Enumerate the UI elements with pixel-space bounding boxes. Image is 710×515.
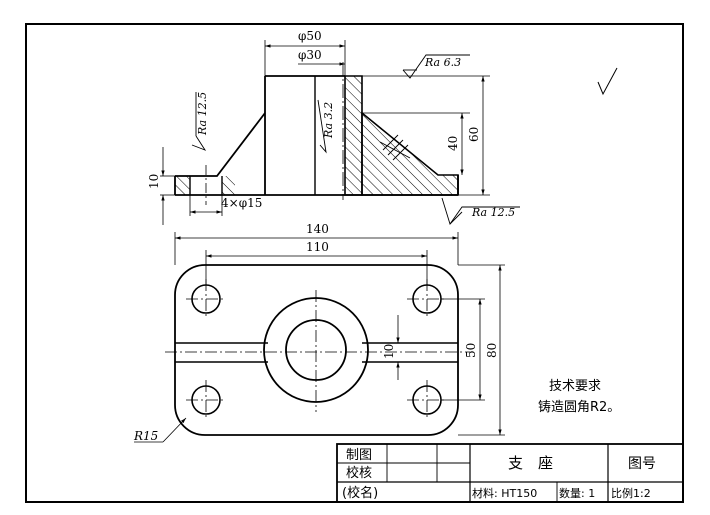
title-scale: 比例1:2 xyxy=(611,486,651,500)
title-material: 材料: HT150 xyxy=(472,486,537,500)
dim-10-slot: 10 xyxy=(382,344,396,359)
roughness-bore: Ra 3.2 xyxy=(322,102,335,139)
roughness-top: Ra 6.3 xyxy=(424,56,461,69)
title-checked: 校核 xyxy=(346,465,372,481)
title-part-name: 支 座 xyxy=(508,454,553,472)
title-school: (校名) xyxy=(342,485,378,501)
section-hatch-wall xyxy=(344,75,363,196)
top-view-dimensions xyxy=(134,232,505,443)
dim-holes: 4×φ15 xyxy=(221,196,262,210)
tech-req-title: 技术要求 xyxy=(549,379,601,394)
dim-140: 140 xyxy=(306,222,329,236)
dim-phi30: φ30 xyxy=(298,48,322,62)
dim-40: 40 xyxy=(446,136,460,151)
title-quantity: 数量: 1 xyxy=(559,487,595,500)
roughness-left: Ra 12.5 xyxy=(196,92,209,136)
dim-110: 110 xyxy=(306,240,329,254)
section-hatch-rib xyxy=(361,111,459,196)
dim-80: 80 xyxy=(485,343,499,358)
tech-req-item: 铸造圆角R2。 xyxy=(538,399,620,415)
front-view xyxy=(174,62,459,205)
base-plate-outline xyxy=(174,264,459,436)
top-view xyxy=(165,264,470,436)
front-view-dimensions xyxy=(160,40,618,226)
title-drawn: 制图 xyxy=(346,448,372,463)
section-hatch-flange-right xyxy=(222,176,235,195)
dim-60: 60 xyxy=(467,127,481,142)
title-block xyxy=(336,443,684,503)
section-hatch-flange-left xyxy=(175,176,190,195)
dim-50: 50 xyxy=(464,343,478,358)
dim-10-flange: 10 xyxy=(147,174,161,189)
dim-phi50: φ50 xyxy=(298,29,322,43)
title-drawing-no: 图号 xyxy=(628,456,656,472)
roughness-base: Ra 12.5 xyxy=(471,206,515,219)
dim-r15: R15 xyxy=(133,429,158,443)
